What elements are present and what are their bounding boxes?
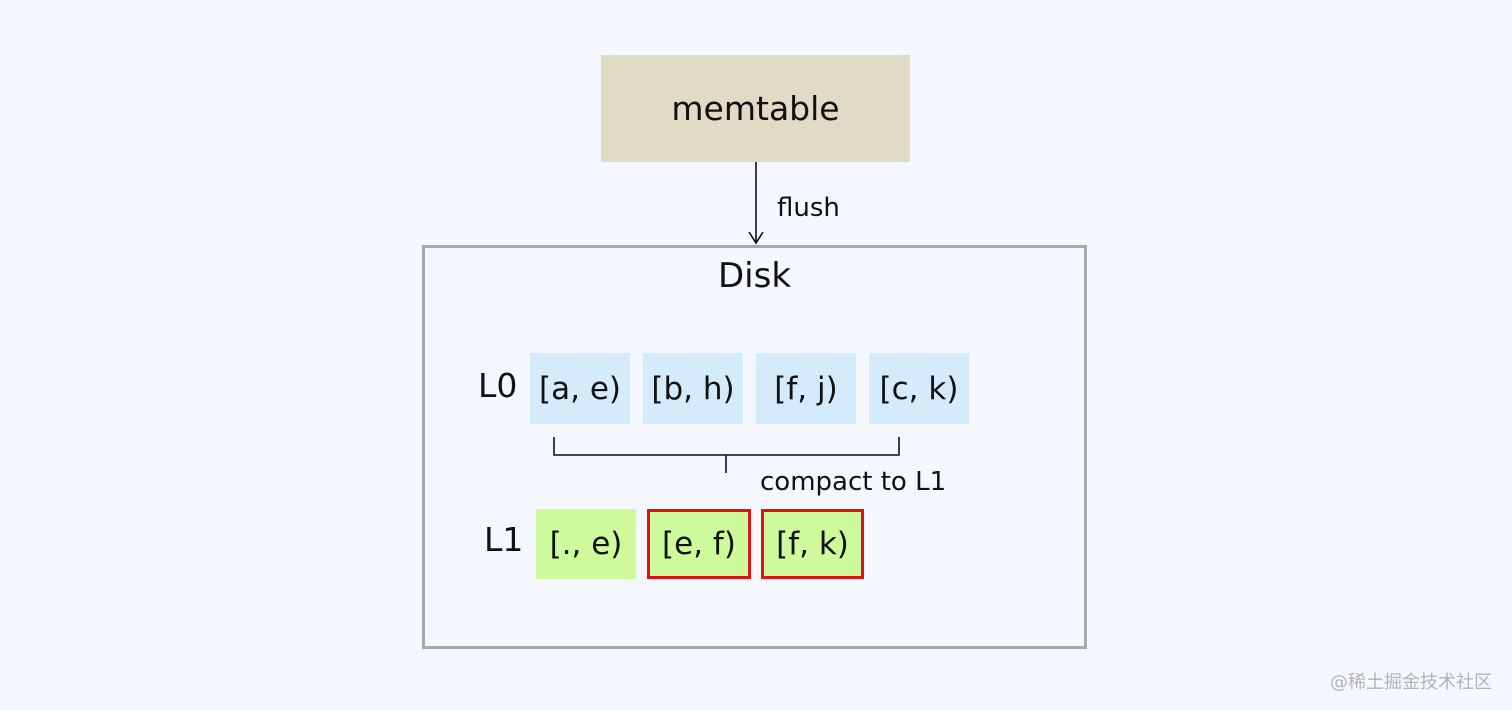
l0-sstable: [f, j)	[756, 353, 856, 424]
l1-sstable: [., e)	[536, 509, 636, 579]
l1-sstable-highlighted: [e, f)	[647, 509, 751, 579]
disk-container	[422, 245, 1087, 649]
l0-sstable: [b, h)	[643, 353, 743, 424]
level-label-l0: L0	[478, 366, 518, 405]
l0-sstable: [a, e)	[530, 353, 630, 424]
memtable-label: memtable	[671, 89, 840, 128]
level-label-l1: L1	[484, 520, 524, 559]
flush-label: flush	[777, 193, 840, 223]
l1-sstable-highlighted: [f, k)	[761, 509, 864, 579]
memtable-box: memtable	[601, 55, 910, 162]
l0-sstable: [c, k)	[869, 353, 969, 424]
compaction-label: compact to L1	[760, 467, 947, 497]
watermark: @稀土掘金技术社区	[1330, 672, 1492, 693]
flush-arrow-head	[748, 231, 764, 245]
disk-title: Disk	[718, 256, 792, 296]
